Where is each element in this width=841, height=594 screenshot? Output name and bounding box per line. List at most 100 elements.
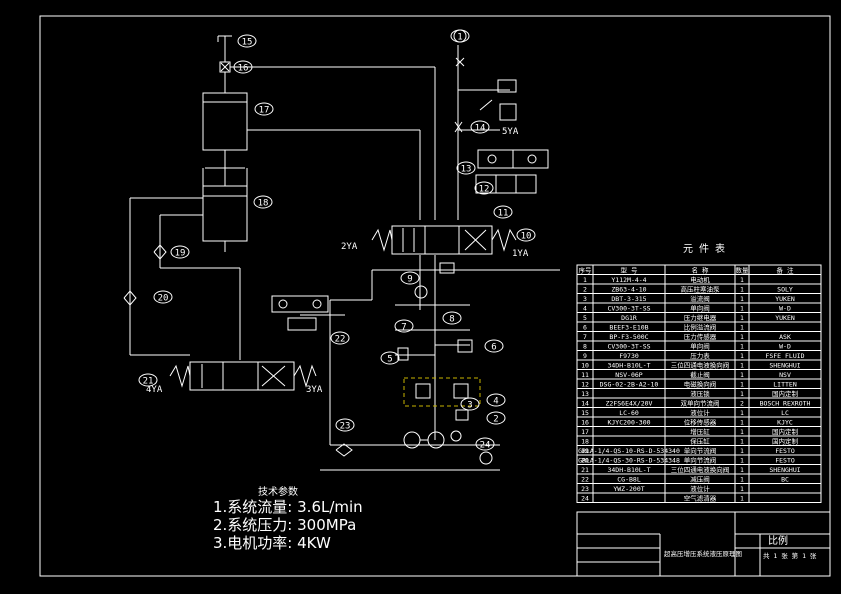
table-cell-note: NSV [779, 371, 791, 379]
table-cell-no: 22 [581, 476, 589, 484]
table-cell-model: DBT-3-315 [611, 295, 646, 303]
callout-number: 13 [461, 165, 472, 175]
table-cell-no: 4 [583, 305, 587, 313]
table-cell-name: 截止阀 [690, 370, 710, 379]
table-cell-no: 12 [581, 381, 589, 389]
table-cell-note: KJYC [777, 419, 793, 427]
callout-23: 23 [335, 418, 355, 432]
table-cell-qty: 1 [740, 447, 744, 455]
table-cell-note: BOSCH REXROTH [760, 400, 811, 408]
callout-number: 18 [258, 199, 269, 209]
table-header: 备 注 [777, 266, 794, 275]
table-cell-name: 电动机 [690, 275, 710, 284]
callout-number: 3 [467, 401, 472, 411]
table-cell-name: 三位四通电液换向阀 [671, 465, 730, 474]
callout-24: 24 [475, 437, 495, 451]
table-cell-model: CV300-3T-SS [607, 305, 650, 313]
table-title: 元 件 表 [683, 242, 725, 255]
table-cell-no: 21 [581, 466, 589, 474]
table-cell-name: 液压锁 [690, 389, 710, 398]
table-cell-name: 三位四通电液换向阀 [671, 361, 730, 370]
table-cell-qty: 1 [740, 362, 744, 370]
callout-4: 4 [486, 393, 506, 407]
callout-number: 5 [387, 355, 392, 365]
table-cell-no: 5 [583, 314, 587, 322]
callout-number: 24 [480, 441, 491, 451]
table-cell-name: 单向阀 [690, 342, 710, 351]
table-cell-note: FESTO [775, 457, 795, 465]
table-cell-note: W-D [779, 343, 791, 351]
pressure-gauge-9 [414, 285, 428, 299]
callout-18: 18 [253, 195, 273, 209]
callout-number: 7 [401, 323, 406, 333]
table-cell-model: Z2FS6E4X/20V [606, 400, 653, 408]
table-cell-note: YUKEN [775, 295, 795, 303]
table-cell-model: ZB63-4-10 [611, 286, 646, 294]
table-cell-name: 高压柱塞油泵 [681, 285, 721, 294]
table-cell-no: 20 [581, 457, 589, 465]
table-cell-name: 液位计 [690, 408, 710, 417]
title-block: 超高压增压系统液压原理图 比例 共 1 张 第 1 张 [576, 511, 831, 577]
table-cell-model: DG1R [621, 314, 637, 322]
table-cell-name: 空气滤清器 [684, 494, 717, 503]
table-cell-qty: 1 [740, 466, 744, 474]
table-cell-qty: 1 [740, 409, 744, 417]
table-cell-note: 国内定制 [772, 389, 799, 398]
callout-number: 16 [238, 64, 249, 74]
table-header: 型 号 [621, 266, 638, 275]
table-cell-qty: 1 [740, 314, 744, 322]
table-cell-no: 14 [581, 400, 589, 408]
table-cell-model: NSV-06P [615, 371, 642, 379]
tech-param-flow: 1.系统流量: 3.6L/min [213, 498, 363, 516]
table-cell-no: 11 [581, 371, 589, 379]
table-cell-model: BP-F3-500C [609, 333, 648, 341]
directional-valve-10 [371, 225, 517, 274]
callout-22: 22 [330, 331, 350, 345]
table-cell-model: F9730 [619, 352, 639, 360]
table-cell-qty: 1 [740, 343, 744, 351]
table-cell-qty: 1 [740, 419, 744, 427]
callout-number: 23 [340, 422, 351, 432]
table-cell-qty: 1 [740, 457, 744, 465]
table-header: 数量 [736, 266, 750, 275]
callout-2: 2 [486, 411, 506, 425]
solenoid-label: 1YA [512, 249, 529, 259]
callout-number: 15 [242, 38, 253, 48]
callout-number: 21 [143, 377, 154, 387]
table-cell-qty: 1 [740, 476, 744, 484]
position-sensor-16 [219, 61, 231, 73]
callout-number: 10 [521, 232, 532, 242]
hold-cylinder-18 [202, 185, 248, 252]
table-cell-no: 6 [583, 324, 587, 332]
table-cell-qty: 1 [740, 305, 744, 313]
callout-8: 8 [442, 311, 462, 325]
table-cell-no: 17 [581, 428, 589, 436]
callout-21: 21 [138, 373, 158, 387]
table-cell-no: 16 [581, 419, 589, 427]
callout-12: 12 [474, 181, 494, 195]
table-cell-name: 电磁换向阀 [684, 380, 717, 389]
table-cell-note: SHENGHUI [769, 466, 800, 474]
callout-number: 9 [407, 275, 412, 285]
table-cell-name: 压力传感器 [684, 332, 717, 341]
table-cell-model: BEEF3-E10B [609, 324, 648, 332]
callout-number: 20 [158, 294, 169, 304]
callout-number: 2 [493, 415, 498, 425]
table-header: 名 称 [692, 266, 709, 275]
table-cell-name: 减压阀 [690, 475, 710, 484]
callout-11: 11 [493, 205, 513, 219]
callout-16: 16 [233, 60, 253, 74]
table-cell-note: YUKEN [775, 314, 795, 322]
table-cell-note: FSFE FLUID [765, 352, 804, 360]
table-header: 序号 [579, 266, 593, 275]
table-cell-note: LC [781, 409, 789, 417]
table-cell-note: W-D [779, 305, 791, 313]
pipe-network [129, 45, 560, 471]
solenoid-label: 2YA [341, 242, 358, 252]
table-cell-no: 2 [583, 286, 587, 294]
callout-number: 12 [479, 185, 490, 195]
callout-9: 9 [400, 271, 420, 285]
callout-1: 1 [450, 29, 470, 43]
